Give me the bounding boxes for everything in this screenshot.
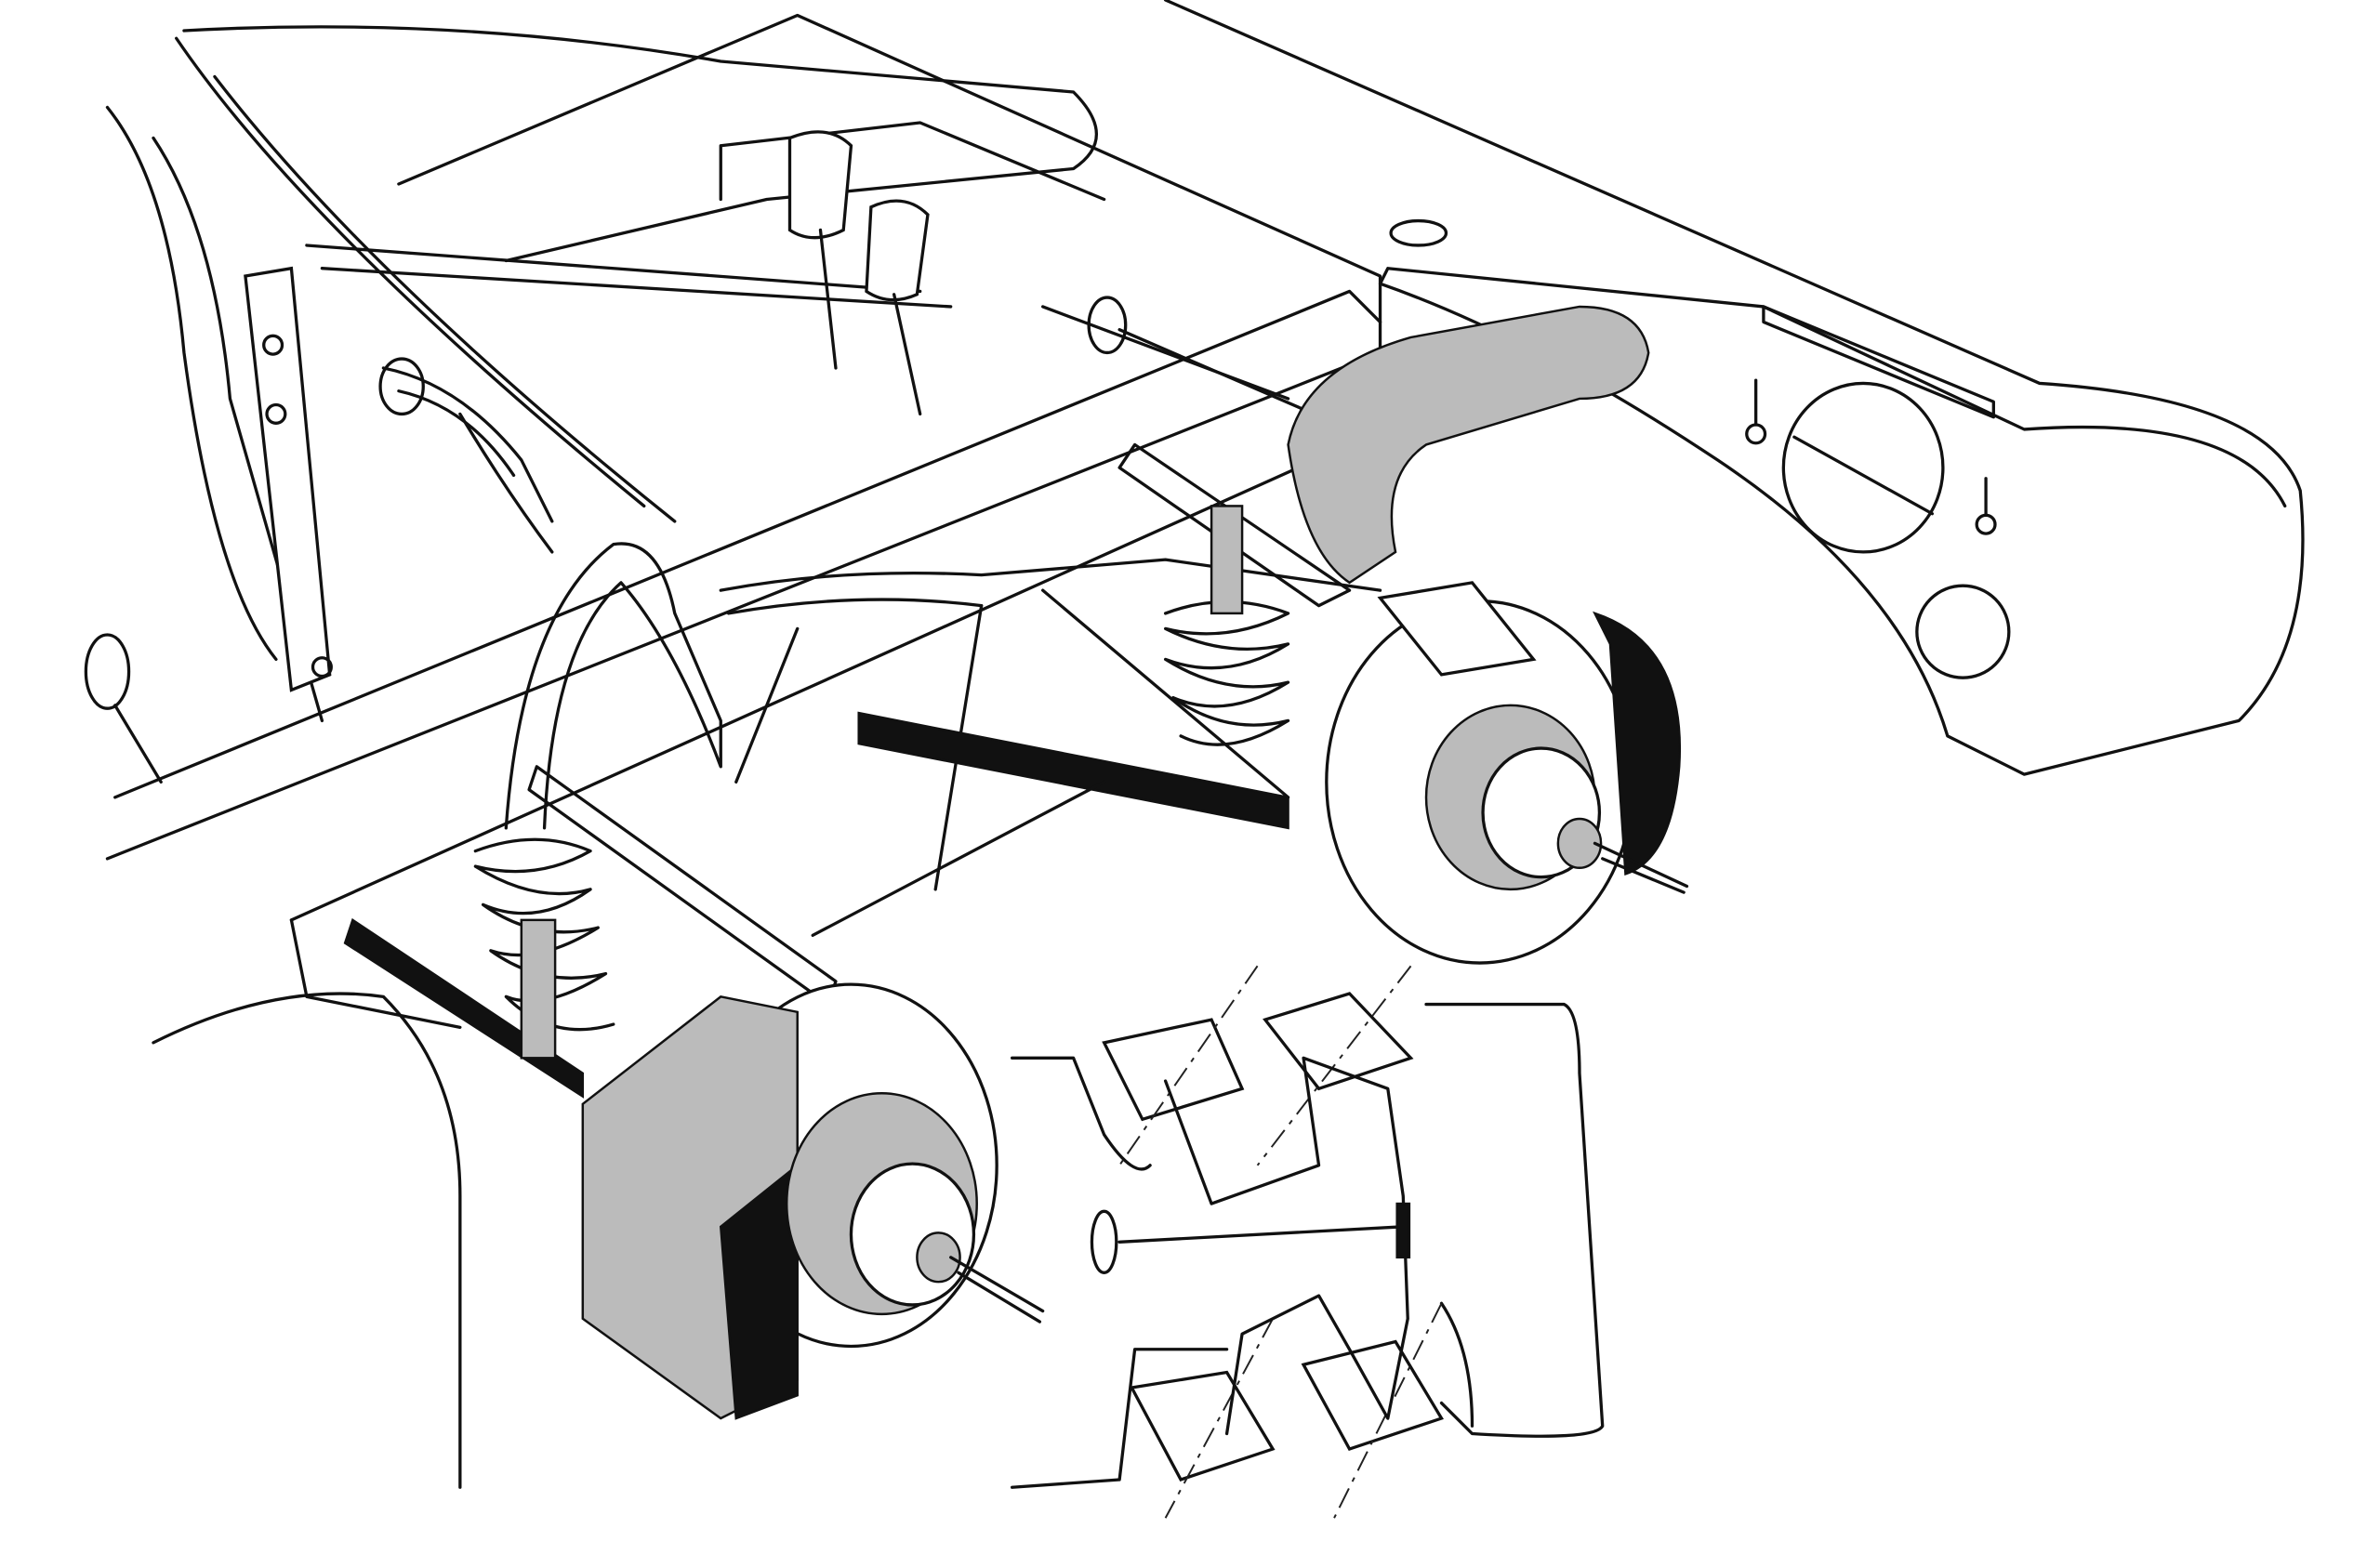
front-left-wheel-hub bbox=[581, 982, 1045, 1420]
coil-spring-shock-left bbox=[473, 837, 615, 1060]
pedals bbox=[787, 130, 930, 416]
roll-bar bbox=[504, 542, 722, 830]
chassis-frame bbox=[105, 13, 1382, 1029]
tyre-outline bbox=[152, 992, 462, 1489]
front-right-wheel-hub bbox=[1325, 581, 1689, 965]
gear-lever bbox=[84, 633, 163, 784]
body-panel bbox=[1163, 0, 2305, 776]
coil-spring-shock-right bbox=[1163, 505, 1290, 746]
steering-linkage-diagram bbox=[1011, 965, 1605, 1519]
exhaust-duct bbox=[1287, 305, 1650, 585]
